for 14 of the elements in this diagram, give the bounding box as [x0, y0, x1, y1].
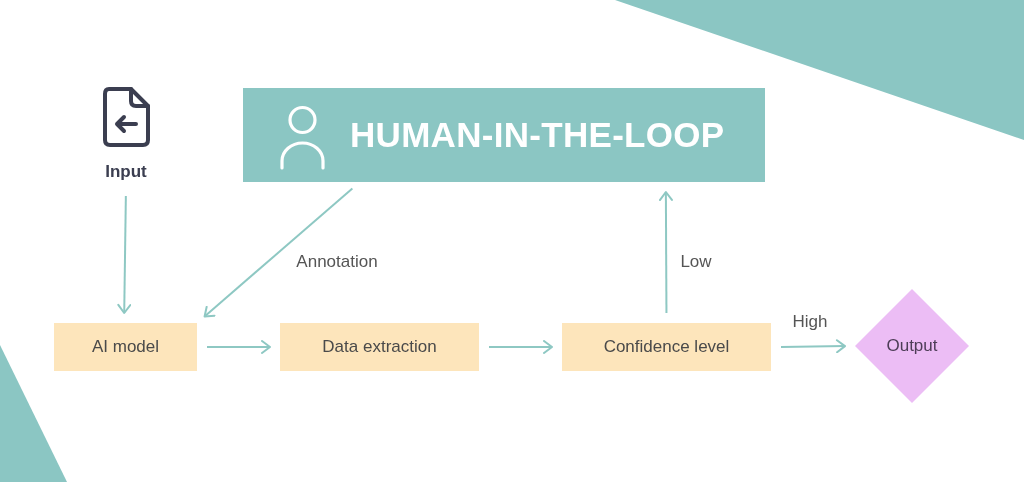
process-box: Data extraction — [280, 323, 479, 371]
arrow — [117, 195, 132, 314]
banner-box — [243, 88, 765, 182]
arrow — [488, 340, 553, 354]
process-box: Confidence level — [562, 323, 771, 371]
node-label: Output — [885, 336, 939, 356]
node-label: Input — [105, 162, 147, 182]
arrow — [206, 340, 271, 354]
process-box: AI model — [54, 323, 197, 371]
arrow — [780, 339, 846, 354]
edge-label: High — [790, 312, 830, 332]
banner-title: HUMAN-IN-THE-LOOP — [350, 115, 725, 155]
arrow — [203, 187, 354, 318]
arrow — [658, 191, 673, 314]
